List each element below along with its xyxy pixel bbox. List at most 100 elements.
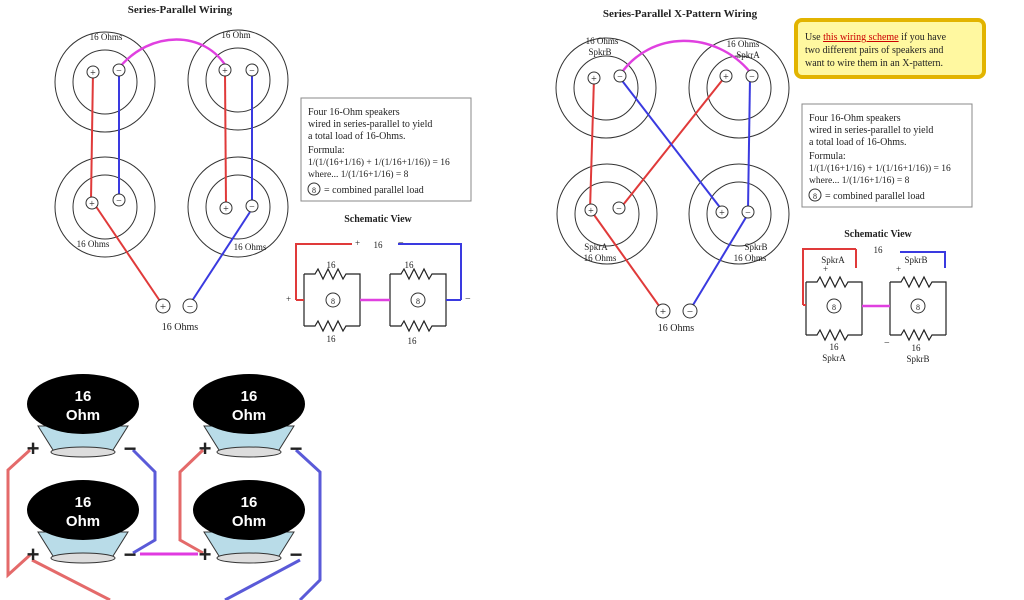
red-wire <box>31 558 111 600</box>
svg-text:+: + <box>591 74 597 85</box>
terminal-plus: + <box>199 542 212 567</box>
svg-text:1/(1/(16+1/16) + 1/(1/16+1/16): 1/(1/(16+1/16) + 1/(1/16+1/16)) = 16 <box>308 157 450 168</box>
svg-text:−: − <box>249 66 255 77</box>
red-wire <box>178 448 205 555</box>
svg-text:16: 16 <box>912 343 922 353</box>
speaker-cone-diagram: 16 Ohm + − 16 Ohm + − 16 Ohm + − <box>6 374 322 600</box>
svg-text:8: 8 <box>916 303 920 312</box>
svg-text:−: − <box>249 202 255 213</box>
red-wire <box>802 248 857 305</box>
terminal-minus: − <box>613 69 627 83</box>
terminal-plus: + <box>218 63 232 77</box>
blue-wire <box>689 213 749 311</box>
svg-text:wired in series-parallel to yi: wired in series-parallel to yield <box>308 119 432 130</box>
svg-text:16 Ohms: 16 Ohms <box>727 39 760 49</box>
svg-text:= combined parallel load: = combined parallel load <box>825 191 925 202</box>
speaker-label: 16 Ohms <box>234 242 267 252</box>
diagram-title: Series-Parallel X-Pattern Wiring <box>603 8 758 20</box>
svg-text:+: + <box>719 208 725 219</box>
blue-wire-cross <box>619 77 723 211</box>
svg-text:−: − <box>884 338 890 349</box>
speaker-label: 16 Ohm <box>221 30 250 40</box>
output-load-label: 16 Ohms <box>658 323 695 334</box>
speaker-bottom-right: 16 Ohms <box>187 156 289 258</box>
svg-text:want to wire them in an X-patt: want to wire them in an X-pattern. <box>805 58 943 69</box>
speaker-label: 16 Ohms <box>77 239 110 249</box>
svg-text:16: 16 <box>241 388 258 405</box>
x-pattern-diagram: Series-Parallel X-Pattern Wiring Use thi… <box>555 8 986 364</box>
speaker-cone-2: 16 Ohm + − <box>193 374 305 461</box>
svg-text:+: + <box>286 294 291 304</box>
svg-text:−: − <box>465 294 471 305</box>
svg-text:SpkrA: SpkrA <box>584 242 608 252</box>
magenta-series-wire <box>619 39 751 76</box>
svg-text:+: + <box>896 264 901 274</box>
svg-text:a total load of 16-Ohms.: a total load of 16-Ohms. <box>308 131 405 142</box>
output-load-label: 16 Ohms <box>162 322 199 333</box>
svg-text:Ohm: Ohm <box>232 407 266 424</box>
blue-wire <box>294 448 322 600</box>
svg-text:Schematic View: Schematic View <box>344 214 412 225</box>
terminal-minus: − <box>745 69 759 83</box>
svg-text:Ohm: Ohm <box>66 513 100 530</box>
series-parallel-diagram: Series-Parallel Wiring 16 Ohms 16 Ohm 16… <box>54 4 472 346</box>
terminal-plus: + <box>715 205 729 219</box>
svg-text:−: − <box>687 306 693 318</box>
svg-text:+: + <box>223 204 229 215</box>
terminal-plus: + <box>86 65 100 79</box>
svg-text:a total load of 16-Ohms.: a total load of 16-Ohms. <box>809 137 906 148</box>
blue-wire <box>189 211 251 305</box>
red-wire <box>90 71 94 201</box>
terminal-minus: − <box>741 205 755 219</box>
svg-text:+: + <box>90 68 96 79</box>
red-wire <box>591 211 663 311</box>
svg-text:where... 1/(1/16+1/16) = 8: where... 1/(1/16+1/16) = 8 <box>308 169 409 180</box>
speaker-bottom-right: SpkrB 16 Ohms <box>688 163 790 265</box>
svg-text:Formula:: Formula: <box>809 151 846 162</box>
terminal-minus: − <box>245 63 259 77</box>
red-wire <box>6 448 32 579</box>
red-wire <box>589 77 595 211</box>
blue-wire <box>131 448 157 555</box>
terminal-plus: + <box>219 201 233 215</box>
svg-text:Use this wiring scheme if you: Use this wiring scheme if you have <box>805 32 947 43</box>
svg-text:SpkrB: SpkrB <box>906 354 929 364</box>
speaker-label: 16 Ohms <box>90 32 123 42</box>
svg-text:16: 16 <box>241 494 258 511</box>
svg-text:16: 16 <box>374 240 384 250</box>
svg-text:−: − <box>116 66 122 77</box>
terminal-minus: − <box>612 201 626 215</box>
terminal-minus: − <box>290 436 303 461</box>
schematic-view: Schematic View 16 + − + − 8 16 16 8 16 1… <box>286 214 471 346</box>
speaker-bottom-left: 16 Ohms <box>54 156 156 258</box>
svg-text:+: + <box>160 301 166 313</box>
svg-text:+: + <box>588 206 594 217</box>
blue-wire <box>398 243 462 300</box>
svg-text:16: 16 <box>874 245 884 255</box>
terminal-plus: + <box>27 542 40 567</box>
svg-text:SpkrA: SpkrA <box>821 255 845 265</box>
red-wire <box>224 71 227 206</box>
svg-text:−: − <box>749 72 755 83</box>
svg-text:16: 16 <box>830 342 840 352</box>
info-box: Four 16-Ohm speakers wired in series-par… <box>801 103 973 208</box>
magenta-series-wire <box>118 38 229 69</box>
terminal-minus: − <box>245 199 259 213</box>
diagram-title: Series-Parallel Wiring <box>128 4 233 16</box>
svg-text:−: − <box>745 208 751 219</box>
svg-text:16 Ohms: 16 Ohms <box>584 253 617 263</box>
svg-text:SpkrB: SpkrB <box>904 255 927 265</box>
svg-text:Ohm: Ohm <box>232 513 266 530</box>
svg-text:−: − <box>616 204 622 215</box>
speaker-top-right: 16 Ohms SpkrA <box>688 37 790 139</box>
svg-text:+: + <box>355 238 360 248</box>
terminal-minus: − <box>290 542 303 567</box>
svg-text:+: + <box>89 199 95 210</box>
svg-text:16 Ohms: 16 Ohms <box>734 253 767 263</box>
svg-text:16: 16 <box>75 388 92 405</box>
red-wire <box>94 204 163 305</box>
svg-text:+: + <box>723 72 729 83</box>
terminal-minus: − <box>124 436 137 461</box>
terminal-plus: + <box>584 203 598 217</box>
speaker-top-left: 16 Ohms SpkrB <box>555 36 657 139</box>
